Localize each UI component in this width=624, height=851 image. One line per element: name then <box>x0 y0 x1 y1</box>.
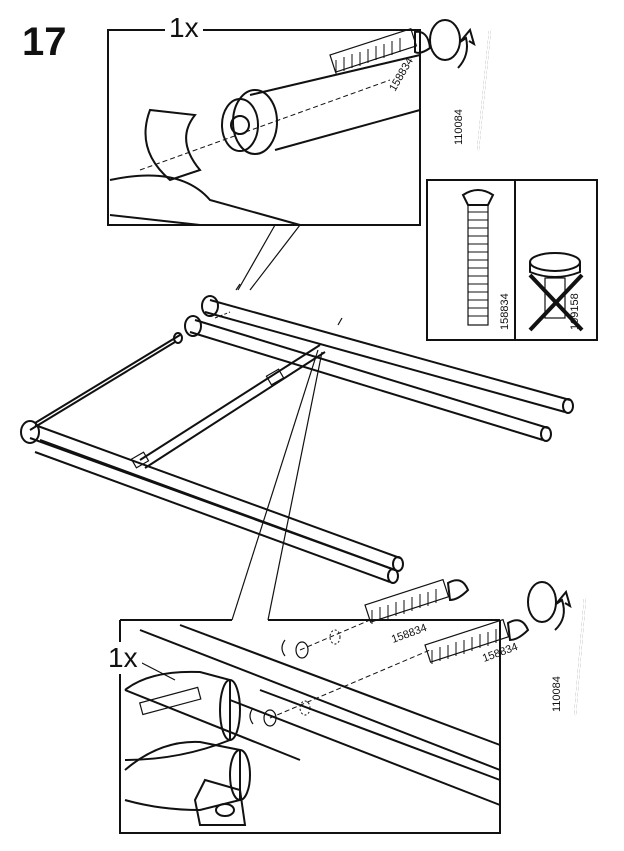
cross-out-icon <box>528 273 584 332</box>
allen-key-icon <box>429 19 492 151</box>
bolt-code-lower-1: 158834 <box>390 622 429 646</box>
allen-key-code-lower: 110084 <box>551 676 563 712</box>
bolt-icon-lower-1 <box>364 578 470 624</box>
bolt-code-top-label-group: 158834 110084 <box>387 56 465 145</box>
bolt-icon-lower-2 <box>424 618 530 664</box>
allen-key-code-top: 110084 <box>453 109 465 145</box>
top-quantity-label: 1x <box>165 12 203 44</box>
frame-assembly <box>20 283 574 584</box>
bottom-detail-callout: 158834 158834 110084 <box>119 349 587 834</box>
correct-bolt-icon <box>461 189 495 326</box>
bolt-code-compare: 158834 <box>499 293 511 330</box>
bottom-quantity-label: 1x <box>104 642 142 674</box>
screw-comparison-box: 158834 109158 <box>426 179 598 341</box>
top-detail-callout <box>107 19 492 291</box>
allen-key-icon-lower <box>527 581 587 716</box>
wrong-screw-icon <box>529 252 581 319</box>
bolt-icon <box>329 27 432 74</box>
step-number: 17 <box>22 20 67 64</box>
